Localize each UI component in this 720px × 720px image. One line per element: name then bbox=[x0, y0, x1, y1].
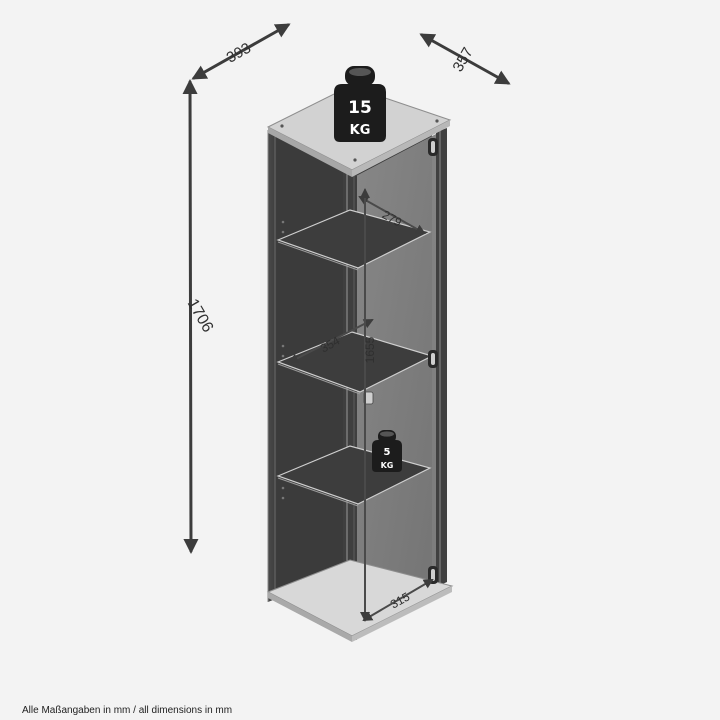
hinge-top bbox=[428, 138, 438, 156]
top-width-label: 357 bbox=[449, 45, 476, 75]
cabinet bbox=[266, 85, 454, 642]
shelf-weight-icon: 5 KG bbox=[372, 430, 402, 472]
rear-stile bbox=[436, 128, 447, 587]
bottom-width-arrow bbox=[362, 578, 434, 622]
shelf-depth-arrow bbox=[358, 196, 426, 234]
footer-note: Alle Maßangaben in mm / all dimensions i… bbox=[22, 705, 233, 716]
height-arrow bbox=[182, 79, 199, 554]
shelf-weight-value: 5 bbox=[384, 447, 391, 458]
inner-height-label: 1655 bbox=[363, 336, 377, 363]
shelf-width-arrow bbox=[288, 319, 374, 363]
height-label: 1706 bbox=[184, 296, 217, 335]
top-width-arrow bbox=[419, 33, 511, 85]
shelf-weight-unit: KG bbox=[381, 461, 394, 470]
top-depth-arrow bbox=[191, 23, 291, 80]
top-weight-value: 15 bbox=[348, 98, 372, 118]
top-weight-icon: 15 KG bbox=[334, 66, 386, 142]
hinge-middle bbox=[428, 350, 438, 368]
top-weight-unit: KG bbox=[350, 123, 371, 138]
top-depth-label: 393 bbox=[224, 40, 254, 67]
left-side-panel bbox=[268, 128, 278, 602]
